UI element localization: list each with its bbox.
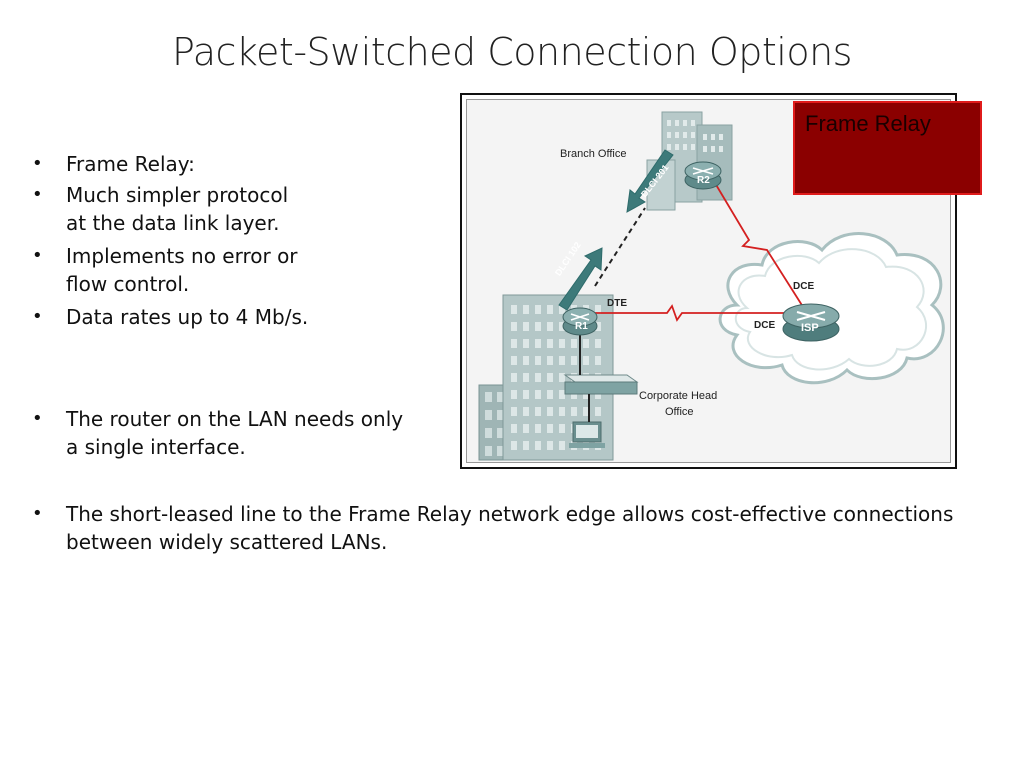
bullet-item: • Frame Relay: bbox=[28, 150, 448, 181]
slide-title: Packet-Switched Connection Options bbox=[172, 30, 852, 74]
bullet-marker: • bbox=[32, 245, 43, 266]
bullet-item: • Much simpler protocol at the data link… bbox=[28, 181, 448, 242]
dte-label: DTE bbox=[607, 298, 627, 309]
bullet-list-lan-router: • The router on the LAN needs only a sin… bbox=[28, 405, 448, 461]
bullet-text: The router on the LAN needs only a singl… bbox=[66, 407, 404, 459]
router-r1-label: R1 bbox=[575, 321, 588, 332]
frame-relay-callout-label: Frame Relay bbox=[805, 111, 931, 136]
dlci-201-arrow-icon bbox=[626, 149, 674, 213]
bullet-marker: • bbox=[32, 306, 43, 327]
dce-label-top: DCE bbox=[793, 281, 815, 292]
bullet-list-frame-relay: • Frame Relay: • Much simpler protocol a… bbox=[28, 150, 448, 331]
bullet-text: Implements no error or flow control. bbox=[66, 244, 298, 296]
virtual-circuit-dashed-line bbox=[594, 207, 646, 287]
bullet-item: • Data rates up to 4 Mb/s. bbox=[28, 303, 448, 331]
bullet-item: • The short-leased line to the Frame Rel… bbox=[28, 500, 1008, 556]
bullet-marker: • bbox=[32, 184, 43, 205]
diagram-svg bbox=[478, 111, 945, 461]
corporate-head-office-label-line1: Corporate Head bbox=[639, 390, 718, 402]
bullet-text: Frame Relay: bbox=[66, 152, 195, 176]
corporate-head-office-label-line2: Office bbox=[665, 406, 694, 418]
bullet-marker: • bbox=[32, 408, 43, 429]
dce-label-left: DCE bbox=[754, 320, 776, 331]
serial-link-r1-isp bbox=[587, 304, 785, 322]
bullet-marker: • bbox=[32, 153, 43, 174]
serial-link-lines bbox=[587, 177, 806, 322]
bullet-marker: • bbox=[32, 503, 43, 524]
bullet-item: • The router on the LAN needs only a sin… bbox=[28, 405, 448, 461]
router-r2-label: R2 bbox=[697, 175, 710, 186]
dlci-102-arrow-icon bbox=[558, 247, 603, 311]
bullet-text: Data rates up to 4 Mb/s. bbox=[66, 305, 309, 329]
frame-relay-callout: Frame Relay bbox=[793, 101, 982, 195]
router-r2-icon bbox=[684, 161, 722, 190]
router-isp-icon bbox=[782, 303, 840, 342]
branch-office-label: Branch Office bbox=[560, 148, 627, 160]
lan-switch-icon bbox=[563, 374, 639, 395]
bullet-item: • Implements no error or flow control. bbox=[28, 242, 448, 303]
bullet-text: The short-leased line to the Frame Relay… bbox=[66, 502, 954, 554]
bullet-list-leased-line: • The short-leased line to the Frame Rel… bbox=[28, 500, 1008, 556]
router-r1-icon bbox=[562, 307, 598, 336]
router-isp-label: ISP bbox=[801, 322, 819, 334]
bullet-text: Much simpler protocol at the data link l… bbox=[66, 183, 289, 235]
pc-icon bbox=[569, 421, 605, 448]
serial-link-r2-isp bbox=[711, 177, 806, 311]
